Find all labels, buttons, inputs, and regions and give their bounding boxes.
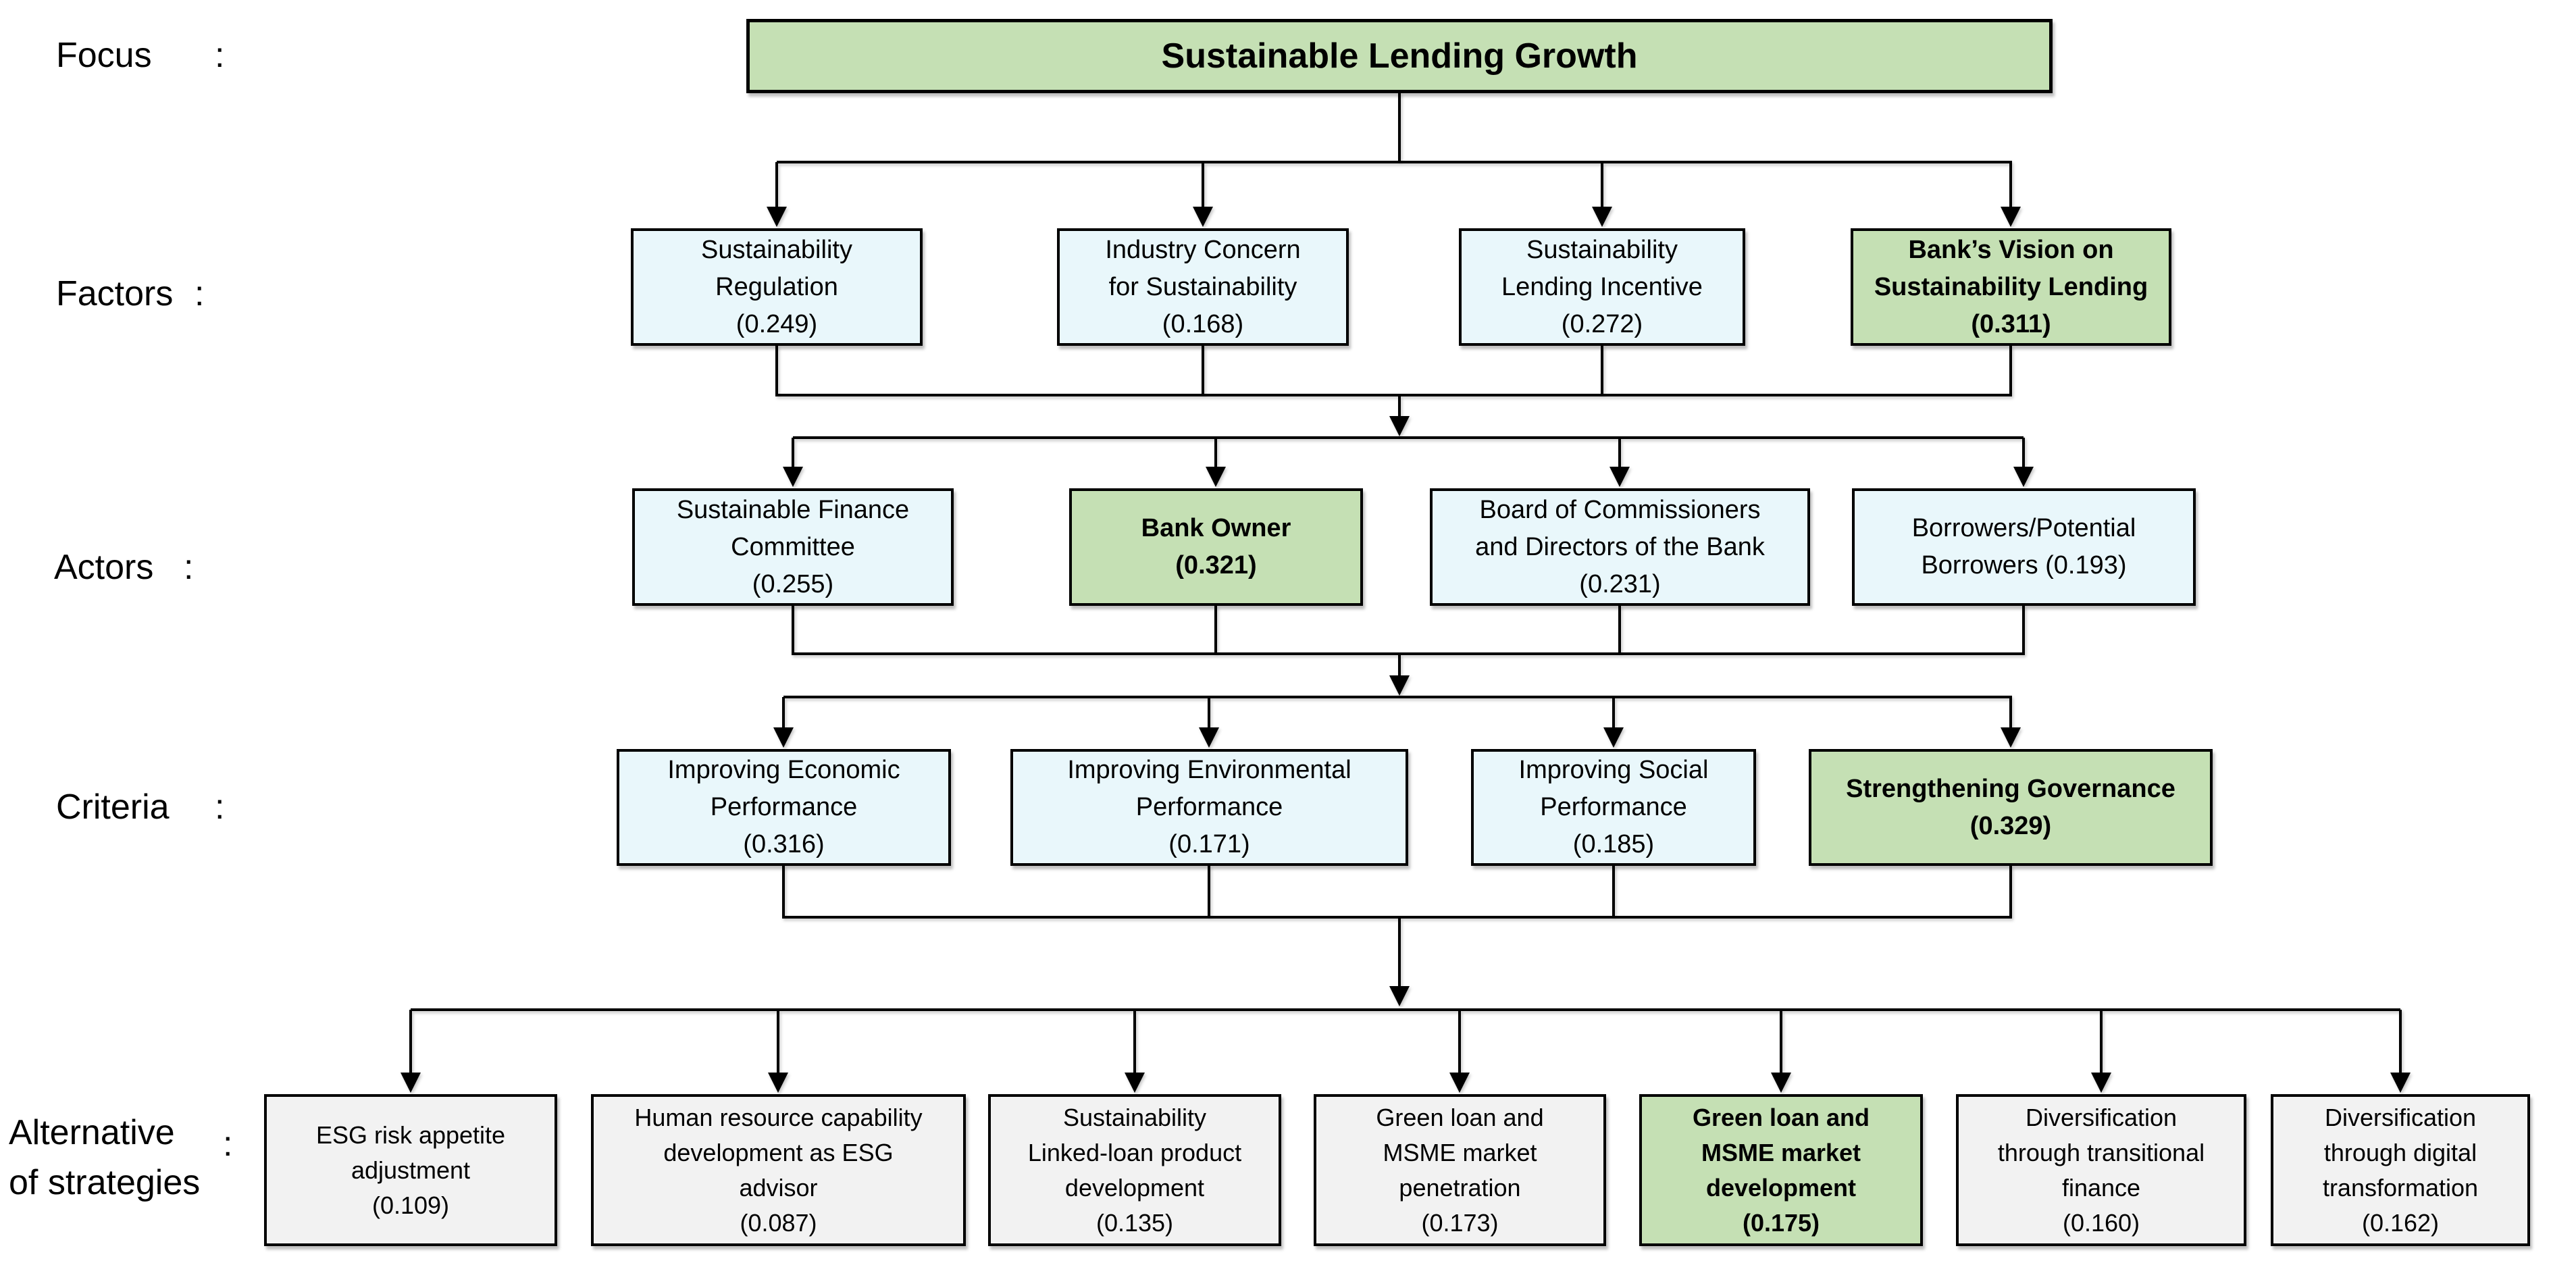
node-label: Sustainability Lending Incentive (0.272) [1501, 235, 1703, 338]
node-label: Sustainable Lending Growth [1161, 36, 1638, 76]
row-label-actors: Actors [54, 548, 154, 587]
actor-node-borrowers: Borrowers/Potential Borrowers (0.193) [1852, 488, 2196, 606]
node-label: Industry Concern for Sustainability (0.1… [1105, 235, 1301, 338]
alternative-node-transitional-finance: Diversification through transitional fin… [1956, 1094, 2246, 1246]
alternative-node-sustainability-linked-loan: Sustainability Linked-loan product devel… [988, 1094, 1281, 1246]
node-label: Green loan and MSME market development (… [1692, 1103, 1870, 1237]
node-label: Improving Economic Performance (0.316) [667, 756, 900, 858]
factor-node-industry-concern: Industry Concern for Sustainability (0.1… [1057, 228, 1349, 346]
alternative-node-green-loan-development: Green loan and MSME market development (… [1639, 1094, 1923, 1246]
node-label: Sustainability Linked-loan product devel… [1027, 1103, 1242, 1237]
node-label: Human resource capability development as… [634, 1103, 923, 1237]
node-label: Board of Commissioners and Directors of … [1475, 495, 1765, 598]
node-label: Diversification through transitional fin… [1997, 1103, 2205, 1237]
factor-node-lending-incentive: Sustainability Lending Incentive (0.272) [1459, 228, 1745, 346]
focus-node-sustainable-lending-growth: Sustainable Lending Growth [746, 19, 2053, 93]
row-label-criteria: Criteria [56, 788, 170, 827]
row-label-actors-colon: : [184, 548, 194, 587]
row-label-criteria-colon: : [215, 788, 225, 827]
criteria-node-strengthening-governance: Strengthening Governance (0.329) [1809, 749, 2213, 866]
node-label: Bank Owner (0.321) [1141, 514, 1291, 579]
factor-node-sustainability-regulation: Sustainability Regulation (0.249) [631, 228, 923, 346]
row-label-factors: Factors [56, 274, 174, 313]
node-label: Green loan and MSME market penetration (… [1376, 1103, 1544, 1237]
node-label: Improving Environmental Performance (0.1… [1067, 756, 1351, 858]
row-label-factors-colon: : [195, 274, 205, 313]
actor-node-board-of-commissioners: Board of Commissioners and Directors of … [1430, 488, 1810, 606]
row-label-alternatives: Alternative of strategies [9, 1113, 201, 1202]
alternative-node-digital-transformation: Diversification through digital transfor… [2271, 1094, 2530, 1246]
alternative-node-esg-risk-appetite: ESG risk appetite adjustment (0.109) [264, 1094, 557, 1246]
alternative-node-hr-capability: Human resource capability development as… [591, 1094, 966, 1246]
node-label: Sustainability Regulation (0.249) [701, 235, 852, 338]
node-label: Diversification through digital transfor… [2322, 1103, 2479, 1237]
actor-node-bank-owner: Bank Owner (0.321) [1069, 488, 1363, 606]
criteria-node-economic-performance: Improving Economic Performance (0.316) [617, 749, 951, 866]
node-label: Strengthening Governance (0.329) [1846, 774, 2175, 840]
criteria-node-environmental-performance: Improving Environmental Performance (0.1… [1010, 749, 1408, 866]
factor-node-banks-vision: Bank’s Vision on Sustainability Lending … [1851, 228, 2171, 346]
node-label: Sustainable Finance Committee (0.255) [676, 495, 910, 598]
row-label-focus-colon: : [215, 36, 225, 75]
node-label: Bank’s Vision on Sustainability Lending … [1874, 235, 2148, 338]
criteria-node-social-performance: Improving Social Performance (0.185) [1471, 749, 1756, 866]
row-label-alternatives-colon: : [223, 1125, 233, 1164]
alternative-node-green-loan-penetration: Green loan and MSME market penetration (… [1314, 1094, 1606, 1246]
node-label: Improving Social Performance (0.185) [1518, 756, 1709, 858]
actor-node-sustainable-finance-committee: Sustainable Finance Committee (0.255) [632, 488, 954, 606]
row-label-focus: Focus [56, 36, 152, 75]
node-label: Borrowers/Potential Borrowers (0.193) [1911, 514, 2136, 579]
node-label: ESG risk appetite adjustment (0.109) [315, 1120, 506, 1219]
